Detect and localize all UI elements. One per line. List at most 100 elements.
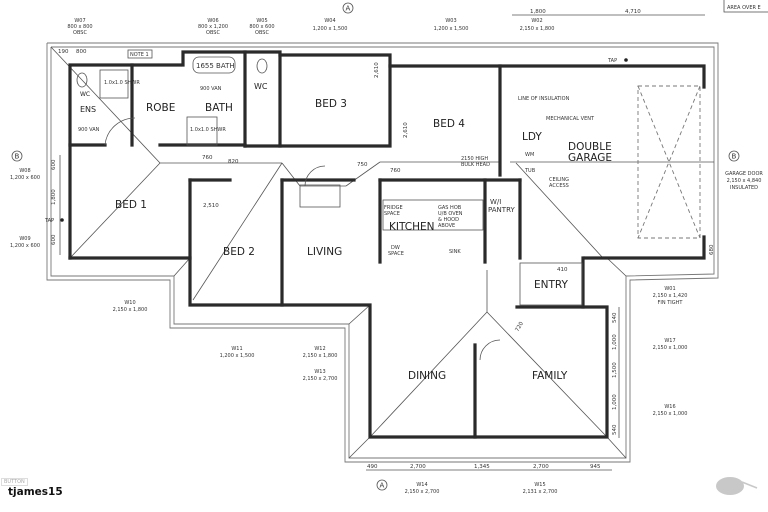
svg-text:W05: W05 xyxy=(256,18,267,24)
svg-text:2,610: 2,610 xyxy=(374,62,380,78)
svg-text:W15: W15 xyxy=(534,482,545,488)
svg-text:600: 600 xyxy=(51,234,57,245)
svg-text:750: 750 xyxy=(357,162,368,168)
svg-text:WM: WM xyxy=(525,152,534,158)
room-labels: ENS WC ROBE BATH WC BED 3 BED 4 BED 1 BE… xyxy=(80,82,612,382)
svg-text:A: A xyxy=(380,482,385,490)
svg-text:2,150 x 1,800: 2,150 x 1,800 xyxy=(303,353,338,359)
svg-text:2,700: 2,700 xyxy=(533,464,549,470)
room-wc: WC xyxy=(254,82,268,91)
svg-text:W10: W10 xyxy=(124,300,135,306)
svg-text:W13: W13 xyxy=(314,369,325,375)
svg-text:720: 720 xyxy=(515,320,526,333)
fixtures xyxy=(76,56,583,361)
svg-text:1655 BATH: 1655 BATH xyxy=(196,62,235,70)
svg-text:ABOVE: ABOVE xyxy=(438,223,455,229)
tap-left: TAP xyxy=(44,218,54,224)
svg-text:W01: W01 xyxy=(664,286,675,292)
section-marker-a-bottom: A xyxy=(376,479,388,491)
svg-text:W14: W14 xyxy=(416,482,427,488)
svg-text:760: 760 xyxy=(390,168,401,174)
svg-text:1,200 x 1,500: 1,200 x 1,500 xyxy=(220,353,255,359)
svg-text:SPACE: SPACE xyxy=(384,211,400,217)
area-over-note: AREA OVER E xyxy=(727,5,761,11)
note-vent: MECHANICAL VENT xyxy=(546,116,595,122)
bath-shower xyxy=(186,116,218,146)
tap-top: TAP xyxy=(607,58,617,64)
svg-text:2,150 x 1,800: 2,150 x 1,800 xyxy=(520,26,555,32)
svg-text:W12: W12 xyxy=(314,346,325,352)
svg-text:2,700: 2,700 xyxy=(410,464,426,470)
watermark-username: tjames15 xyxy=(8,486,63,498)
svg-text:1,200 x 1,500: 1,200 x 1,500 xyxy=(434,26,469,32)
door-swing xyxy=(104,117,136,146)
notes: NOTE 1 LINE OF INSULATION MECHANICAL VEN… xyxy=(44,0,768,224)
bath-tub xyxy=(192,56,236,74)
svg-text:OBSC: OBSC xyxy=(206,30,220,36)
watermark-button: BUTTON xyxy=(1,478,28,486)
svg-text:W09: W09 xyxy=(19,236,30,242)
svg-text:W16: W16 xyxy=(664,404,675,410)
svg-text:1,000: 1,000 xyxy=(612,394,618,410)
svg-text:OBSC: OBSC xyxy=(73,30,87,36)
svg-text:FRIDGE: FRIDGE xyxy=(384,205,403,211)
svg-text:680: 680 xyxy=(709,244,715,255)
svg-text:OBSC: OBSC xyxy=(255,30,269,36)
dimensions: 1,800 4,710 190 800 600 1,800 600 490 2,… xyxy=(51,9,715,471)
svg-text:2,510: 2,510 xyxy=(203,203,219,209)
svg-text:W11: W11 xyxy=(231,346,242,352)
svg-text:1,800: 1,800 xyxy=(51,189,57,205)
room-entry: ENTRY xyxy=(534,279,569,291)
svg-text:GAS HOB: GAS HOB xyxy=(438,205,462,211)
svg-text:2,131 x 2,700: 2,131 x 2,700 xyxy=(523,489,558,495)
svg-text:2,150 x 1,800: 2,150 x 1,800 xyxy=(113,307,148,313)
svg-text:1,500: 1,500 xyxy=(612,362,618,378)
svg-text:W02: W02 xyxy=(531,18,542,24)
svg-text:2150 HIGH: 2150 HIGH xyxy=(461,156,488,162)
room-bed4: BED 4 xyxy=(433,118,465,130)
svg-text:1,200 x 1,500: 1,200 x 1,500 xyxy=(313,26,348,32)
svg-text:W03: W03 xyxy=(445,18,456,24)
svg-text:900 VAN: 900 VAN xyxy=(78,127,100,133)
room-pantry: PANTRY xyxy=(488,206,515,214)
room-ens: ENS xyxy=(80,105,96,114)
svg-text:2,150 x 4,840: 2,150 x 4,840 xyxy=(727,178,762,184)
note-1: NOTE 1 xyxy=(130,52,149,58)
svg-text:1,200 x 600: 1,200 x 600 xyxy=(10,175,40,181)
room-laundry: LDY xyxy=(522,131,542,143)
svg-text:2,150 x 1,420: 2,150 x 1,420 xyxy=(653,293,688,299)
ens-shower xyxy=(99,69,129,99)
svg-text:540: 540 xyxy=(612,424,618,435)
entry-steps xyxy=(519,262,583,306)
svg-text:4,710: 4,710 xyxy=(625,9,641,15)
section-marker-b-left: B xyxy=(11,150,23,162)
svg-text:490: 490 xyxy=(367,464,378,470)
window-labels: W07 800 x 800 OBSC W06 800 x 1,200 OBSC … xyxy=(10,18,763,495)
svg-text:ACCESS: ACCESS xyxy=(549,183,569,189)
door-swing xyxy=(304,165,326,187)
toilet-wc xyxy=(256,58,268,74)
room-bed1: BED 1 xyxy=(115,199,147,211)
svg-text:800 x 800: 800 x 800 xyxy=(67,24,92,30)
svg-text:900 VAN: 900 VAN xyxy=(200,86,222,92)
garage-door-swing xyxy=(637,85,701,239)
svg-text:2,150 x 1,000: 2,150 x 1,000 xyxy=(653,345,688,351)
svg-text:410: 410 xyxy=(557,267,568,273)
kiwi-watermark-logo xyxy=(716,477,758,495)
svg-text:1.0x1.0 SHWR: 1.0x1.0 SHWR xyxy=(190,127,226,133)
svg-text:TUB: TUB xyxy=(524,168,536,174)
fixture-labels: 1655 BATH 900 VAN 900 VAN 1.0x1.0 SHWR 1… xyxy=(78,62,536,257)
svg-text:540: 540 xyxy=(612,312,618,323)
svg-text:820: 820 xyxy=(228,159,239,165)
toilet-ens xyxy=(76,72,88,88)
room-bath: BATH xyxy=(205,102,233,114)
room-bed3: BED 3 xyxy=(315,98,347,110)
room-family: FAMILY xyxy=(532,370,568,382)
room-garage: DOUBLE xyxy=(568,141,612,153)
room-robe: ROBE xyxy=(146,102,175,114)
svg-text:SINK: SINK xyxy=(449,249,461,255)
svg-text:1,200 x 600: 1,200 x 600 xyxy=(10,243,40,249)
svg-text:1,345: 1,345 xyxy=(474,464,490,470)
